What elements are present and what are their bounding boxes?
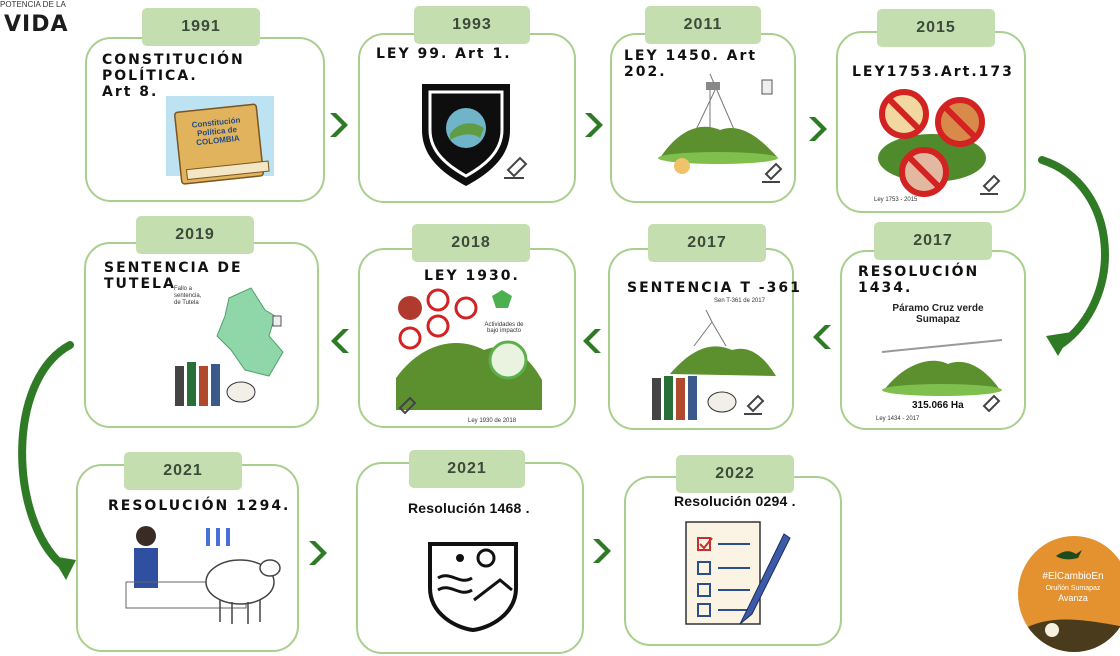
card-note: Fallo a sentencia, de Tutela xyxy=(174,286,202,306)
card-title: LEY1753.Art.173 xyxy=(852,64,1014,80)
card-caption: Sen T-361 de 2017 xyxy=(714,298,765,304)
chevron-right-icon xyxy=(309,541,327,565)
colombia-map-community-icon xyxy=(175,287,284,406)
year-label: 2017 xyxy=(874,222,992,260)
badge-location: Oruñón Sumapaz xyxy=(1045,585,1101,592)
timeline-card-2011 xyxy=(610,33,796,203)
prohibited-activities-icon xyxy=(878,89,1001,197)
paramo-mountain-icon xyxy=(881,339,1003,412)
card-title: LEY 99. Art 1. xyxy=(376,46,512,62)
irrigated-mountain-icon xyxy=(658,73,783,183)
card-caption: Ley 1753 - 2015 xyxy=(874,197,918,203)
badge-hashtag: #ElCambioEn xyxy=(1042,571,1104,582)
chevron-right-icon xyxy=(809,117,827,141)
year-label: 2021 xyxy=(409,450,525,488)
card-note: Actividades de bajo impacto xyxy=(484,322,524,334)
chevron-right-icon xyxy=(585,113,603,137)
year-label: 2011 xyxy=(645,6,761,44)
checklist-icon xyxy=(685,521,791,625)
card-title: SENTENCIA T -361 xyxy=(627,280,802,296)
community-mountain-icon xyxy=(652,309,776,420)
chevron-left-icon xyxy=(583,329,601,353)
card-title: CONSTITUCIÓN POLÍTICA. Art 8. xyxy=(102,52,245,100)
card-note: Páramo Cruz verde Sumapaz xyxy=(892,303,984,325)
logo-wordmark: VIDA xyxy=(4,12,69,37)
rural-community-icon xyxy=(428,542,518,633)
card-caption: Ley 1930 de 2018 xyxy=(468,418,517,424)
chevron-left-icon xyxy=(331,329,349,353)
year-label: 2018 xyxy=(412,224,530,262)
farmer-sheep-icon xyxy=(125,526,281,624)
landscape-icon xyxy=(1018,619,1120,652)
year-label: 2017 xyxy=(648,224,766,262)
year-label: 2019 xyxy=(136,216,254,254)
chevron-right-icon xyxy=(330,113,348,137)
logo-tagline: POTENCIA DE LA xyxy=(0,0,66,9)
badge-tagline: Avanza xyxy=(1058,593,1088,603)
year-label: 2021 xyxy=(124,452,242,490)
card-title: LEY 1450. Art 202. xyxy=(624,48,758,80)
year-label: 2022 xyxy=(676,455,794,493)
chevron-left-icon xyxy=(813,325,831,349)
year-label: 1993 xyxy=(414,6,530,44)
area-value: 315.066 Ha xyxy=(912,400,964,411)
chevron-right-icon xyxy=(593,539,611,563)
card-title: RESOLUCIÓN 1434. xyxy=(858,264,980,296)
card-title: Resolución 0294 . xyxy=(674,493,796,509)
bird-icon xyxy=(1056,550,1082,560)
campaign-badge: #ElCambioEn Oruñón Sumapaz Avanza xyxy=(1018,536,1120,652)
timeline-card-2021-1468 xyxy=(356,462,584,654)
card-title: RESOLUCIÓN 1294. xyxy=(108,498,291,514)
low-impact-activities-icon xyxy=(396,288,542,415)
card-title: LEY 1930. xyxy=(424,268,520,284)
card-title: Resolución 1468 . xyxy=(408,500,530,516)
year-label: 2015 xyxy=(877,9,995,47)
constitution-book-icon xyxy=(166,96,274,185)
shield-icon xyxy=(422,84,528,186)
card-title: SENTENCIA DE TUTELA xyxy=(104,260,243,292)
card-caption: Ley 1434 - 2017 xyxy=(876,416,920,422)
year-label: 1991 xyxy=(142,8,260,46)
